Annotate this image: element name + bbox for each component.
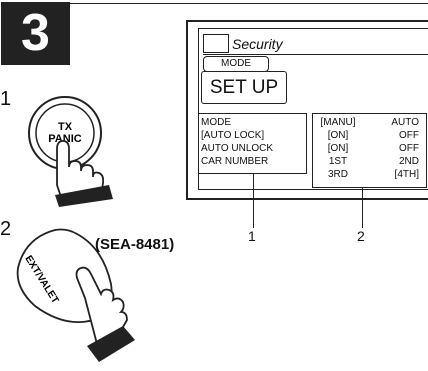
display-outer-frame <box>186 20 428 200</box>
option-mode-manu[interactable]: [MANU] <box>320 117 356 128</box>
option-auto-lock-on[interactable]: [ON] <box>327 130 349 141</box>
security-checkbox-icon <box>203 34 229 53</box>
callout-one-line <box>253 174 254 228</box>
option-row: [ON] OFF <box>313 142 426 155</box>
menu-item-auto-unlock[interactable]: AUTO UNLOCK <box>201 143 274 154</box>
option-row: [MANU] AUTO <box>313 116 426 129</box>
header-rule <box>70 3 428 4</box>
callout-two-number: 2 <box>357 228 365 244</box>
setup-button[interactable]: SET UP <box>201 71 287 104</box>
menu-list: MODE [AUTO LOCK] AUTO UNLOCK CAR NUMBER <box>198 113 307 174</box>
tx-panic-button-press-icon: TX PANIC <box>28 96 113 207</box>
mode-tab[interactable]: MODE <box>203 56 269 72</box>
option-car-3rd[interactable]: 3RD <box>327 169 348 180</box>
option-auto-unlock-off[interactable]: OFF <box>399 143 419 154</box>
section-rule <box>203 54 428 55</box>
option-auto-lock-off[interactable]: OFF <box>399 130 419 141</box>
callout-one-number: 1 <box>248 228 256 244</box>
panic-label-line1: TX <box>58 121 73 133</box>
step-two-label: 2 <box>0 218 12 240</box>
option-mode-auto[interactable]: AUTO <box>391 117 419 128</box>
ext-valet-button-press-icon: EXT/VALET <box>16 228 135 362</box>
step-number-badge: 3 <box>1 2 70 65</box>
display-screen <box>198 28 428 190</box>
option-car-4th[interactable]: [4TH] <box>394 169 419 180</box>
model-number-label: (SEA-8481) <box>95 236 175 253</box>
step-one-label: 1 <box>0 88 12 110</box>
menu-item-car-number[interactable]: CAR NUMBER <box>201 156 269 167</box>
option-car-2nd[interactable]: 2ND <box>398 156 419 167</box>
option-car-1st[interactable]: 1ST <box>328 156 348 167</box>
option-row: 3RD [4TH] <box>313 168 426 181</box>
callout-two-line <box>362 188 363 228</box>
menu-item-mode[interactable]: MODE <box>201 117 231 128</box>
options-list: [MANU] AUTO [ON] OFF [ON] OFF 1ST 2ND 3R… <box>312 113 427 188</box>
option-row: [ON] OFF <box>313 129 426 142</box>
menu-item-auto-lock[interactable]: [AUTO LOCK] <box>201 130 265 141</box>
panic-label-line2: PANIC <box>48 133 81 145</box>
option-auto-unlock-on[interactable]: [ON] <box>327 143 349 154</box>
section-label: Security <box>232 36 283 52</box>
option-row: 1ST 2ND <box>313 155 426 168</box>
